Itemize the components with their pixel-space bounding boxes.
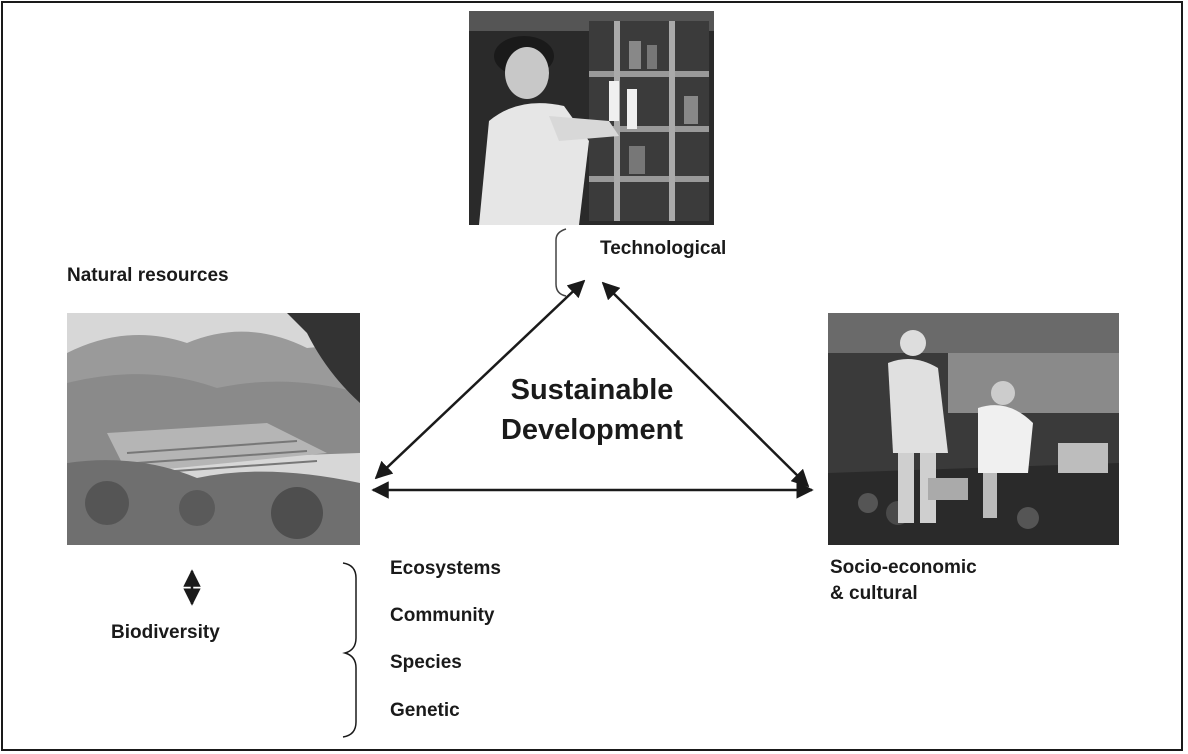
biodiversity-level-item: Community: [390, 605, 495, 626]
socio-economic-photo: [828, 313, 1119, 545]
center-title-line1: Sustainable: [510, 374, 674, 406]
socio-economic-label-line2: & cultural: [830, 583, 918, 604]
technological-photo: [469, 11, 714, 225]
triangle-arrows: [371, 279, 814, 499]
socio-economic-label-line1: Socio-economic: [830, 557, 977, 578]
biodiversity-level-item: Genetic: [390, 700, 460, 721]
socio-economic-label: Socio-economic & cultural: [830, 555, 977, 607]
center-title: Sustainable Development: [487, 370, 697, 450]
natural-resources-label: Natural resources: [67, 265, 229, 286]
arrow-technological-socio: [601, 281, 810, 488]
biodiversity-brace: [342, 562, 357, 738]
technological-label: Technological: [600, 238, 727, 259]
arrow-natural-technological: [374, 279, 586, 480]
technological-bracket: [555, 228, 567, 297]
biodiversity-label: Biodiversity: [111, 622, 220, 643]
natural-resources-photo: [67, 313, 360, 545]
biodiversity-level-item: Ecosystems: [390, 558, 501, 579]
biodiversity-level-item: Species: [390, 652, 462, 673]
center-title-line2: Development: [500, 414, 684, 446]
